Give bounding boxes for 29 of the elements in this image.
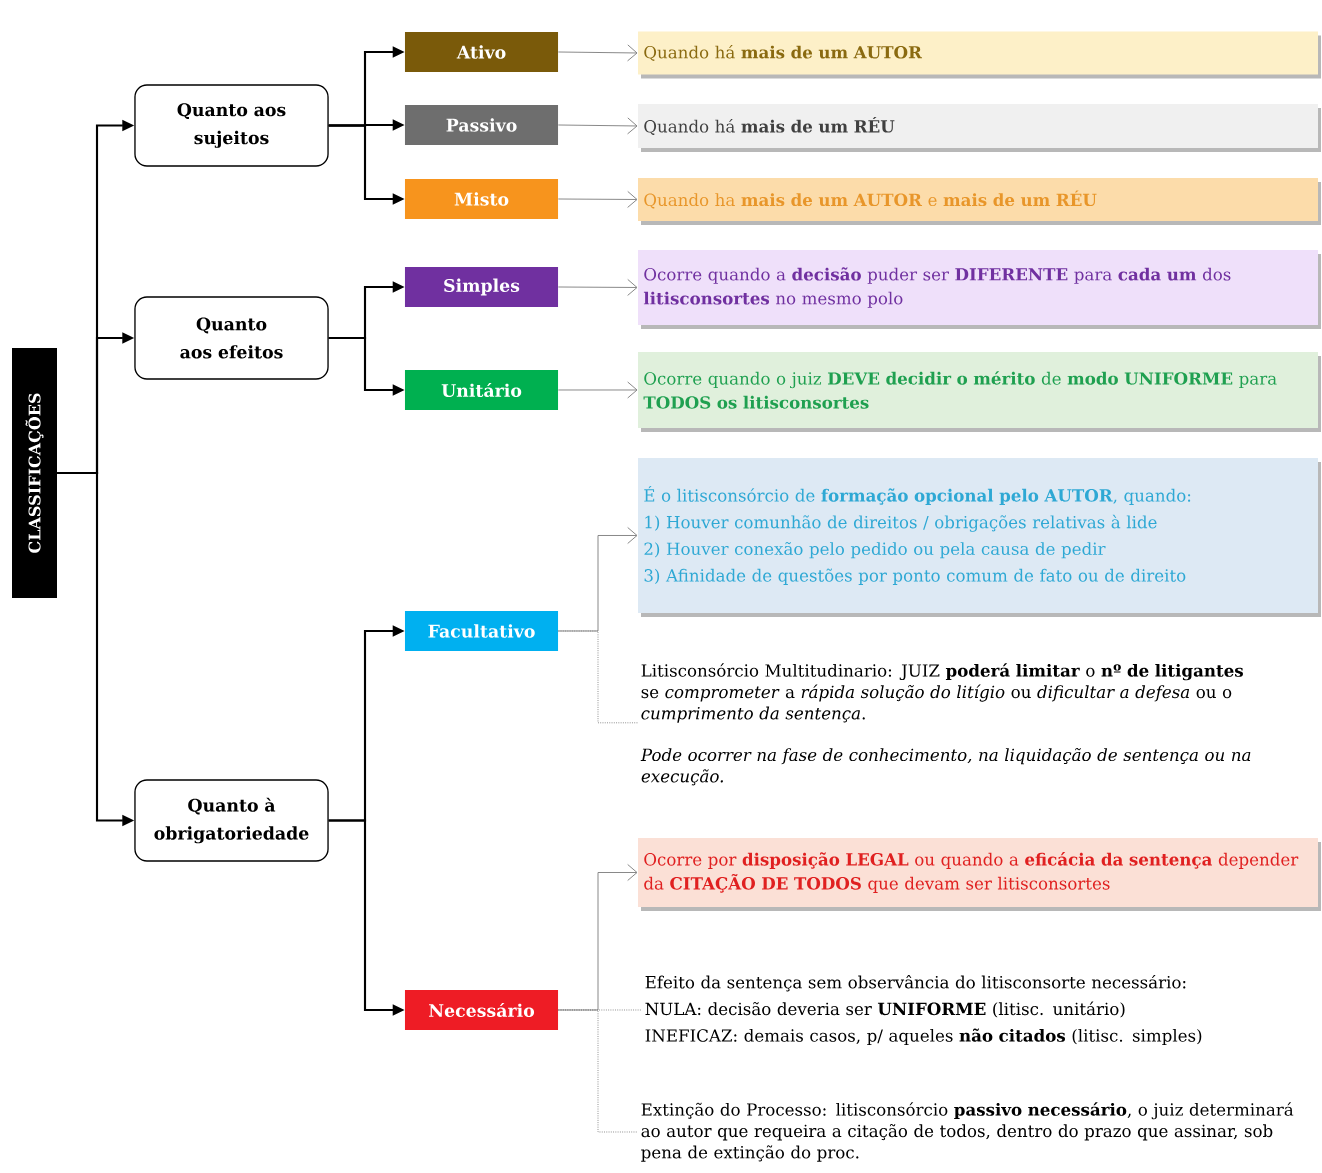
type-box: Simples bbox=[404, 267, 559, 307]
type-box: Unitário bbox=[404, 370, 559, 410]
arrow bbox=[557, 117, 638, 135]
type-box: Passivo bbox=[404, 105, 559, 145]
note-box: É o litisconsórcio de formação opcional pelo AUTOR, quando: 1) Houver comunhão de direitos / obrigações relativas à lide 2) Houver conexão pelo pedido ou pela causa de pedir 3) Afinidade de questões por ponto comum de fato ou de direito bbox=[638, 458, 1321, 617]
note-box: Quando há mais de um AUTOR bbox=[638, 31, 1321, 79]
arrow bbox=[557, 527, 638, 632]
type-box: Misto bbox=[404, 179, 559, 219]
note-text: Efeito da sentença sem observância do litisconsorte necessário: NULA: decisão deveria ser UNIFORME (litisc. unitário) INEFICAZ: demais casos, p/ aqueles não citados (litisc. simples) bbox=[645, 974, 1202, 1046]
arrow bbox=[557, 381, 638, 399]
arrow bbox=[557, 44, 638, 62]
note-box: Ocorre quando o juiz DEVE decidir o mérito de modo UNIFORME para TODOS os litisconsortes bbox=[638, 352, 1321, 432]
note-text: Pode ocorrer na fase de conhecimento, na liquidação de sentença ou na execução. bbox=[640, 747, 1251, 786]
note-box: Quando ha mais de um AUTOR e mais de um RÉU bbox=[638, 178, 1321, 225]
note-text: Litisconsórcio Multitudinario: JUIZ poderá limitar o nº de litigantes se comprometer a rápida solução do litígio ou dificultar a defesa ou o cumprimento da sentença. bbox=[641, 663, 1243, 723]
note-box: Ocorre quando a decisão puder ser DIFERENTE para cada um dos litisconsortes no mesmo polo bbox=[638, 250, 1321, 329]
type-box: Necessário bbox=[404, 990, 559, 1030]
category-box: Quanto aos sujeitos bbox=[134, 84, 329, 167]
note-text: Extinção do Processo: litisconsórcio passivo necessário, o juiz determinará ao autor que requeira a citação de todos, dentro do prazo que assinar, sob pena de extinção do proc. bbox=[641, 1102, 1294, 1162]
arrow bbox=[557, 190, 638, 208]
type-box: Ativo bbox=[404, 32, 559, 72]
note-box: Ocorre por disposição LEGAL ou quando a eficácia da sentença depender da CITAÇÃO DE TODOS que devam ser litisconsortes bbox=[638, 837, 1321, 911]
arrow bbox=[557, 278, 638, 296]
category-box: Quanto aos efeitos bbox=[134, 296, 329, 380]
title-band: CLASSIFICAÇÕES bbox=[12, 348, 57, 598]
note-box: Quando há mais de um RÉU bbox=[638, 104, 1321, 152]
type-box: Facultativo bbox=[404, 611, 559, 651]
arrow bbox=[557, 864, 638, 1011]
category-box: Quanto à obrigatoriedade bbox=[134, 779, 329, 862]
